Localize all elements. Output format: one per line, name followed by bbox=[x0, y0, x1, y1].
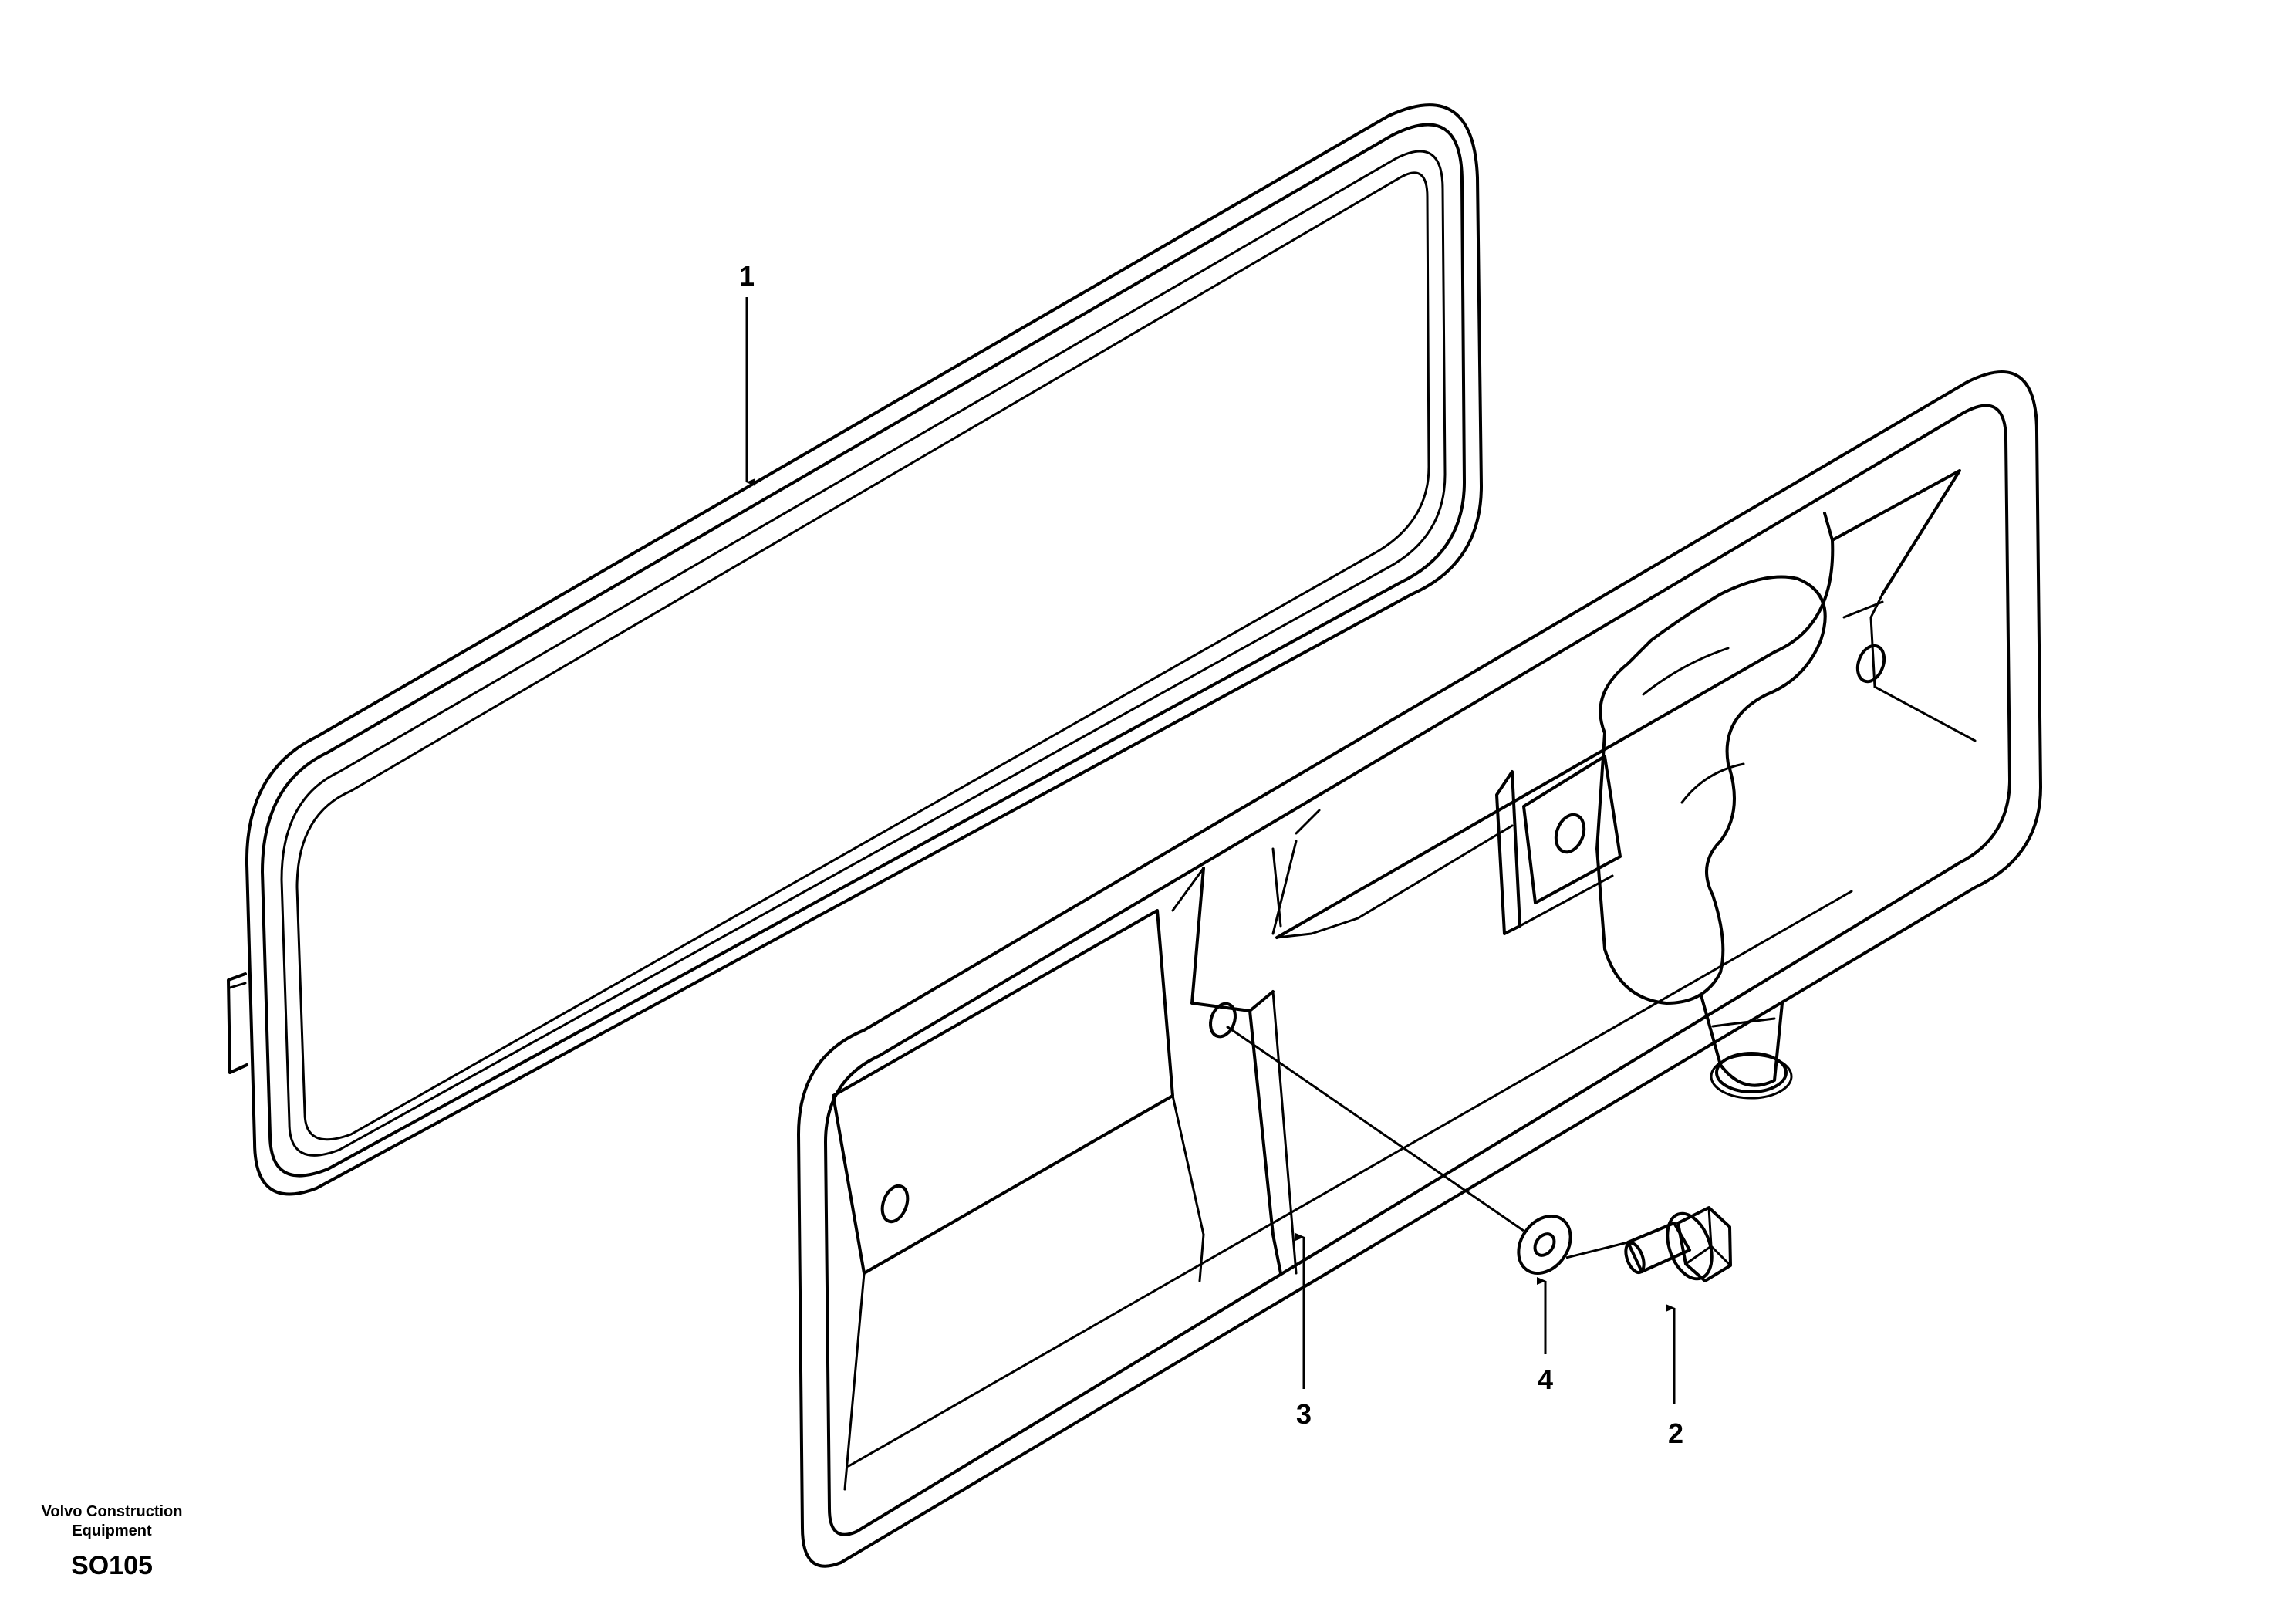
callout-1: 1 bbox=[739, 260, 755, 292]
drawing-code: SO105 bbox=[71, 1551, 153, 1580]
assembly-line bbox=[1226, 1025, 1629, 1259]
callout-4: 4 bbox=[1538, 1363, 1553, 1395]
washer-part-4 bbox=[1517, 1214, 1572, 1276]
callout-3: 3 bbox=[1296, 1398, 1312, 1430]
brand-line-2: Equipment bbox=[72, 1522, 152, 1539]
bolt-part-2 bbox=[1624, 1206, 1732, 1282]
gasket-part-1 bbox=[227, 103, 1483, 1196]
callout-2: 2 bbox=[1668, 1418, 1683, 1449]
brand-line-1: Volvo Construction bbox=[42, 1503, 183, 1520]
footer: Volvo Construction Equipment SO105 bbox=[42, 1503, 183, 1580]
valve-cover-part-3 bbox=[797, 370, 2042, 1568]
